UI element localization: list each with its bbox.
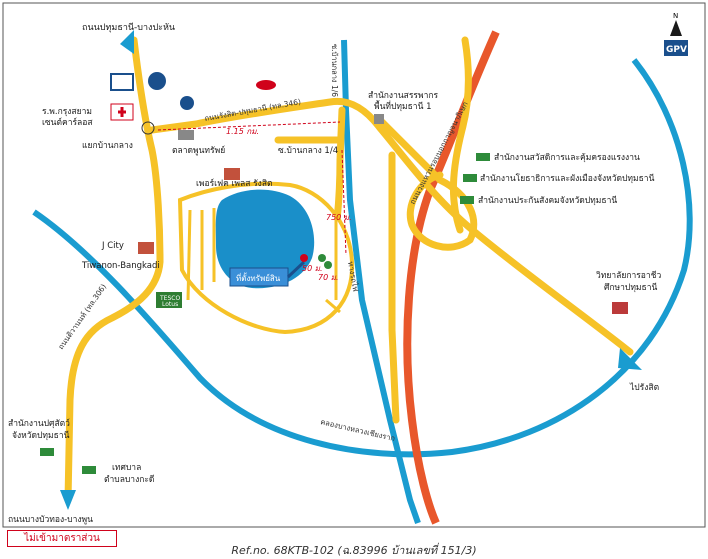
label-college-1: วิทยาลัยการอาชีว: [596, 270, 662, 281]
distance-line-2: [341, 149, 347, 256]
college-icon: [612, 302, 628, 314]
ptt-icon: [180, 96, 194, 110]
reference-number: Ref.no. 68KTB-102 (ฉ.83996 บ้านเลขที่ 15…: [231, 544, 477, 557]
label-jcity-2: Tiwanon-Bangkadi: [81, 261, 160, 271]
gpv-logo: N GPV: [664, 12, 688, 56]
road-network: [64, 36, 634, 504]
arrow-north: [120, 30, 134, 54]
arrow-south: [60, 490, 76, 510]
label-labour: สำนักงานสวัสดิการและคุ้มครองแรงงาน: [494, 152, 640, 163]
lotus-icon: [156, 292, 182, 308]
label-hospital-2: เซนต์คาร์ลอส: [42, 117, 93, 128]
label-lotus: Lotus: [162, 301, 178, 308]
market-icon: [178, 130, 194, 140]
label-livestock-1: สำนักงานปศุสัตว์: [8, 418, 70, 429]
label-to-rangsit: ไปรังสิต: [629, 382, 659, 393]
label-municipality-1: เทศบาล: [112, 463, 141, 473]
canal-vertical: [341, 39, 421, 524]
emblem-icon: [148, 72, 166, 90]
canal-curve: [32, 58, 693, 458]
revenue-icon: [374, 114, 384, 124]
label-social-security: สำนักงานประกันสังคมจังหวัดปทุมธานี: [478, 195, 617, 206]
junction-marker: [141, 121, 155, 135]
label-soi-1-6: ซ.บ้านกลาง 1/6: [330, 44, 339, 97]
label-hospital-1: ร.พ.กรุงสยาม: [42, 107, 92, 117]
gpv-badge: [664, 40, 688, 56]
label-property: ที่ตั้งทรัพย์สิน: [236, 272, 281, 283]
label-town-planning: สำนักงานโยธาธิการและผังเมืองจังหวัดปทุมธ…: [480, 173, 655, 184]
label-livestock-2: จังหวัดปทุมธานี: [12, 430, 70, 441]
esso-icon: [256, 80, 276, 90]
label-college-2: ศึกษาปทุมธานี: [604, 282, 657, 293]
compound-roads: [186, 208, 341, 314]
perfect-place-icon: [224, 168, 240, 180]
label-distance-3: 50 ม.: [302, 264, 323, 273]
label-bangkhuwat: ถนนบางบัวทอง-บางพูน: [8, 515, 93, 525]
distance-line-1: [157, 121, 341, 131]
label-pathum-bangphun: ถนนปทุมธานี-บางปะหัน: [82, 22, 175, 33]
label-tesco: TESCO: [159, 295, 180, 302]
north-arrow-icon: [670, 20, 682, 36]
label-distance-1: 1.15 กม.: [226, 127, 259, 136]
property-pin: [300, 254, 308, 262]
property-arrow: [286, 260, 306, 279]
label-revenue-1: สำนักงานสรรพากร: [368, 91, 438, 101]
tree-icon-1: [318, 254, 326, 262]
label-distance-2: 750 ม.: [326, 213, 352, 222]
label-market: ตลาดพูนทรัพย์: [172, 145, 225, 156]
expressway: [403, 30, 500, 525]
label-revenue-2: พื้นที่ปทุมธานี 1: [374, 100, 432, 112]
lake: [215, 189, 315, 289]
bank-icon: [110, 73, 134, 91]
label-municipality-2: ตำบลบางกะดี: [104, 474, 154, 485]
cross-icon: [118, 107, 126, 117]
not-to-scale-label: ไม่เข้ามาตราส่วน: [7, 530, 117, 547]
label-distance-4: 70 ม.: [318, 273, 339, 282]
gpv-text: GPV: [666, 45, 687, 55]
label-junction: แยกบ้านกลาง: [82, 140, 133, 151]
tree-icon-2: [324, 261, 332, 269]
label-jcity-1: J City: [101, 241, 124, 251]
jcity-icon: [138, 242, 154, 254]
label-soi-1-4: ซ.บ้านกลาง 1/4: [278, 145, 338, 156]
north-label: N: [673, 12, 678, 20]
label-perfect-place: เพอร์เฟค เพลส รังสิต: [196, 178, 273, 189]
arrow-rangsit: [618, 348, 642, 370]
government-building-icons: [40, 153, 490, 474]
